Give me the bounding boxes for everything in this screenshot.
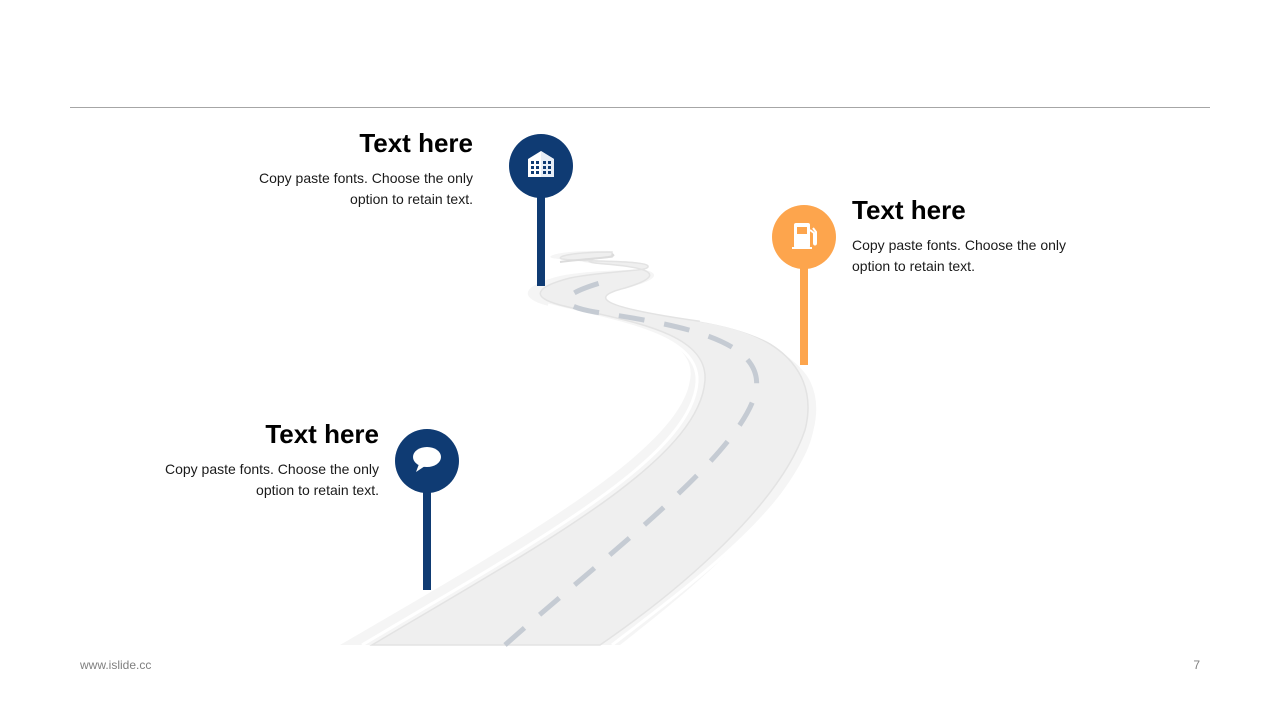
milestone-text-2: Text here Copy paste fonts. Choose the o… xyxy=(852,195,1092,277)
page-number: 7 xyxy=(1193,658,1200,672)
milestone-description: Copy paste fonts. Choose the only option… xyxy=(852,237,1067,274)
building-icon xyxy=(524,147,558,186)
milestone-description: Copy paste fonts. Choose the only option… xyxy=(258,170,473,207)
pin-head xyxy=(509,134,573,198)
footer-website[interactable]: www.islide.cc xyxy=(80,658,152,672)
milestone-text-1: Text here Copy paste fonts. Choose the o… xyxy=(240,128,473,210)
milestone-title: Text here xyxy=(265,419,379,449)
milestone-title: Text here xyxy=(359,128,473,158)
milestone-description: Copy paste fonts. Choose the only option… xyxy=(164,461,379,498)
header-divider xyxy=(70,107,1210,108)
road-edge-line-right xyxy=(611,318,820,647)
pin-head xyxy=(395,429,459,493)
road-center-dashes xyxy=(503,280,760,647)
fuel-pump-icon xyxy=(787,218,821,257)
speech-bubble-icon xyxy=(410,442,444,481)
pin-stem xyxy=(423,485,431,590)
milestone-text-3: Text here Copy paste fonts. Choose the o… xyxy=(146,419,379,501)
pin-stem xyxy=(537,190,545,286)
milestone-title: Text here xyxy=(852,195,966,225)
pin-head xyxy=(772,205,836,269)
road-far-curve xyxy=(559,253,615,263)
road-surface xyxy=(369,251,809,646)
road-edge-line xyxy=(361,303,699,647)
pin-stem xyxy=(800,261,808,365)
